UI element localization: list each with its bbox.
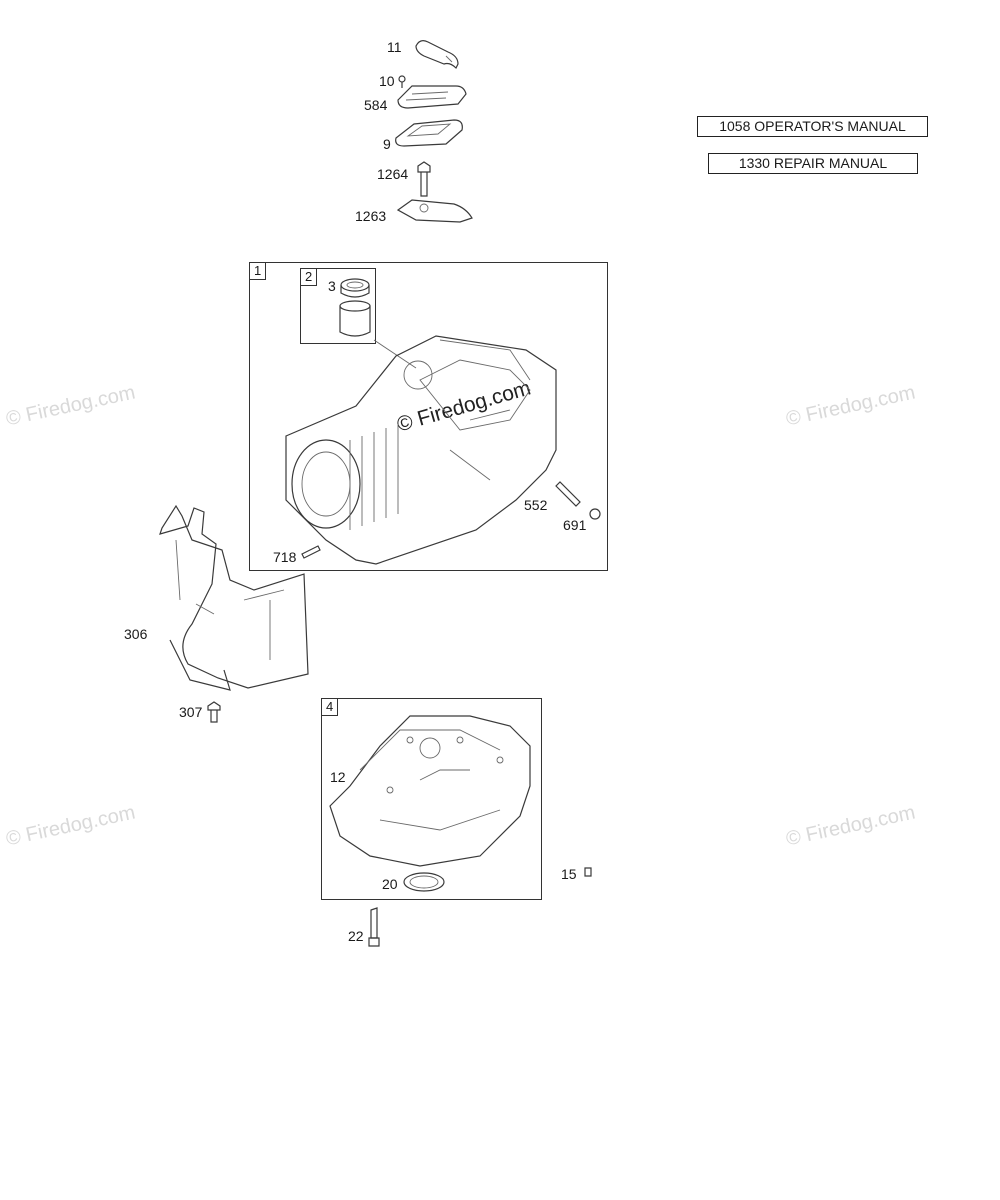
part-label-307[interactable]: 307 [179, 704, 203, 720]
cylinder-assembly-number: 1 [250, 263, 267, 280]
part-label-20[interactable]: 20 [382, 876, 398, 892]
breather-cover-drawing [397, 85, 467, 109]
pin-718-drawing [301, 545, 321, 559]
seal-20-drawing [403, 872, 445, 892]
sump-assembly-box[interactable]: 4 [321, 698, 542, 900]
repair-manual-link[interactable]: 1330 REPAIR MANUAL [708, 153, 918, 174]
sleeve-kit-box[interactable]: 2 [300, 268, 376, 344]
part-label-1263[interactable]: 1263 [355, 208, 387, 224]
part-label-11[interactable]: 11 [387, 39, 402, 55]
bolt-1264-drawing [417, 161, 431, 197]
gasket-1263-drawing [396, 199, 473, 223]
part-label-691[interactable]: 691 [563, 517, 587, 533]
sleeve-drawing [339, 278, 371, 337]
part-label-10[interactable]: 10 [379, 73, 395, 89]
part-label-22[interactable]: 22 [348, 928, 364, 944]
dowel-552-drawing [555, 481, 581, 507]
cylinder-assembly-box[interactable]: 1 [249, 262, 608, 571]
screw-10-drawing [398, 75, 406, 88]
breather-tube-drawing [415, 40, 459, 70]
part-label-718[interactable]: 718 [273, 549, 297, 565]
sump-assembly-number: 4 [322, 699, 339, 716]
operators-manual-link[interactable]: 1058 OPERATOR'S MANUAL [697, 116, 928, 137]
part-label-9[interactable]: 9 [383, 136, 391, 152]
sump-drawing [329, 715, 531, 867]
sleeve-kit-number: 2 [301, 269, 318, 286]
cylinder-block-drawing [285, 335, 557, 565]
shield-306-drawing [159, 504, 309, 691]
part-label-3[interactable]: 3 [328, 278, 336, 294]
part-label-15[interactable]: 15 [561, 866, 577, 882]
part-label-1264[interactable]: 1264 [377, 166, 409, 182]
plug-15-drawing [584, 867, 592, 877]
nut-691-drawing [589, 508, 601, 520]
bolt-22-drawing [368, 907, 380, 947]
part-label-552[interactable]: 552 [524, 497, 548, 513]
part-label-12[interactable]: 12 [330, 769, 346, 785]
part-label-584[interactable]: 584 [364, 97, 388, 113]
breather-gasket-drawing [395, 119, 463, 147]
part-label-306[interactable]: 306 [124, 626, 148, 642]
bolt-307-drawing [207, 701, 221, 723]
